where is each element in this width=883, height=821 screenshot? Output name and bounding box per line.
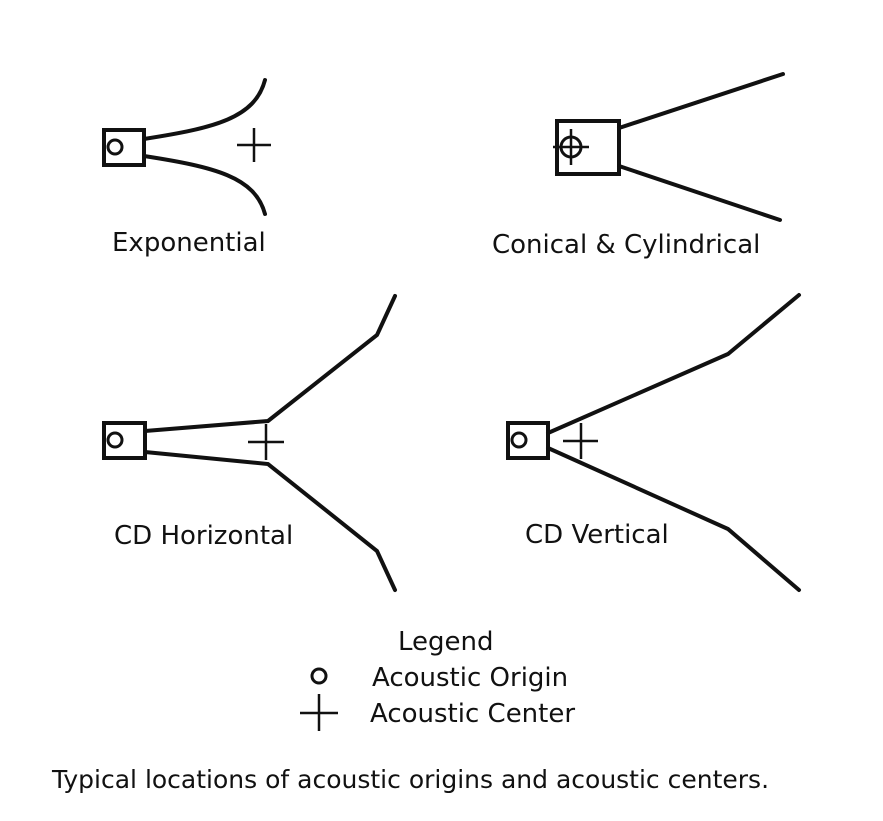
driver-box [102, 421, 147, 460]
horn-upper-wall [546, 293, 801, 435]
driver-box [506, 421, 550, 460]
acoustic-center-icon [248, 424, 284, 460]
horn-lower-wall [617, 164, 782, 222]
cd-vertical-horn: CD Vertical [506, 293, 801, 592]
horn-upper-wall [617, 72, 785, 130]
horn-upper-wall [142, 78, 267, 141]
figure-caption: Typical locations of acoustic origins an… [51, 765, 769, 794]
acoustic-center-icon [553, 129, 589, 165]
horn-lower-wall [546, 446, 801, 592]
diagram-label: Exponential [112, 228, 266, 258]
acoustic-center-icon [563, 423, 598, 459]
horn-upper-wall [143, 294, 397, 433]
acoustic-origin-icon [510, 431, 528, 449]
acoustic-origin-icon [106, 431, 124, 449]
acoustic-origin-icon [310, 667, 328, 685]
acoustic-origin-icon [106, 138, 124, 156]
diagram-label: Conical & Cylindrical [492, 230, 760, 260]
diagram-label: CD Horizontal [114, 521, 293, 551]
horn-lower-wall [142, 154, 267, 216]
conical-horn: Conical & Cylindrical [492, 72, 785, 260]
legend-item-label: Acoustic Center [370, 699, 575, 729]
horn-lower-wall [143, 450, 397, 592]
driver-box [102, 128, 146, 167]
legend-title: Legend [398, 627, 494, 657]
diagram-label: CD Vertical [525, 520, 669, 550]
acoustic-center-icon [300, 694, 338, 731]
exponential-horn: Exponential [102, 78, 271, 258]
legend-item-label: Acoustic Origin [372, 663, 568, 693]
cd-horizontal-horn: CD Horizontal [102, 294, 397, 592]
legend: Legend Acoustic Origin Acoustic Center [300, 627, 575, 731]
acoustic-center-icon [237, 128, 271, 162]
